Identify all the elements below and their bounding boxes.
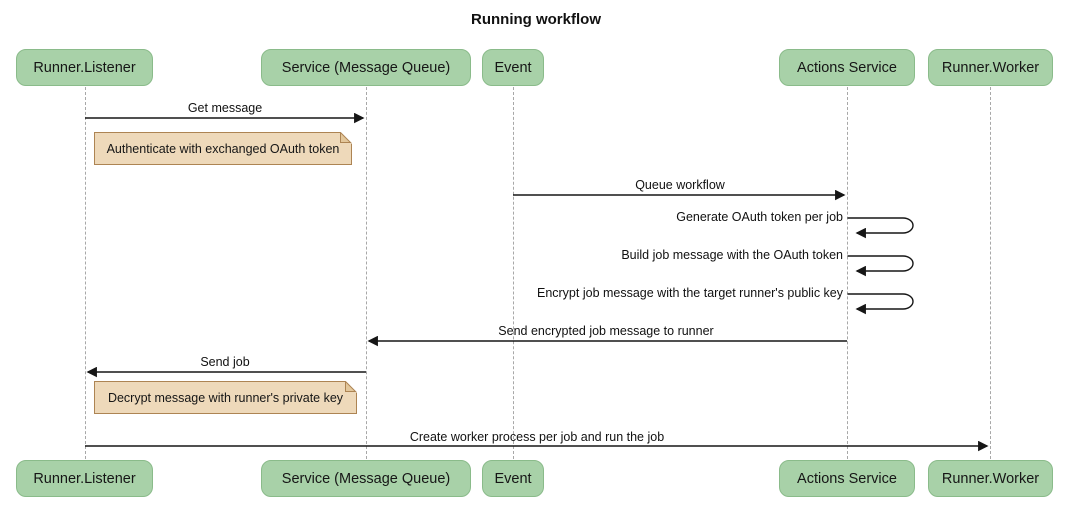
participant-label: Event	[494, 470, 532, 487]
participant-label: Actions Service	[797, 59, 897, 76]
lifeline-runner-listener	[84, 87, 86, 459]
arrow-self-build-job-message	[847, 255, 914, 277]
message-label-send-encrypted-job-message: Send encrypted job message to runner	[498, 324, 714, 338]
participant-top-actions-service: Actions Service	[779, 49, 915, 86]
note-decrypt-private-key: Decrypt message with runner's private ke…	[94, 381, 357, 414]
participant-label: Actions Service	[797, 470, 897, 487]
message-label-get-message: Get message	[187, 101, 263, 115]
lifeline-service-message-queue	[365, 87, 367, 459]
arrow-self-encrypt-job-message	[847, 293, 914, 315]
message-label-encrypt-job-message: Encrypt job message with the target runn…	[536, 286, 843, 300]
participant-label: Runner.Worker	[941, 470, 1040, 487]
note-authenticate-oauth: Authenticate with exchanged OAuth token	[94, 132, 352, 165]
message-label-queue-workflow: Queue workflow	[635, 178, 725, 192]
diagram-title: Running workflow	[471, 11, 601, 28]
participant-top-service-message-queue: Service (Message Queue)	[261, 49, 471, 86]
message-label-create-worker-process: Create worker process per job and run th…	[409, 430, 665, 444]
participant-top-runner-worker: Runner.Worker	[928, 49, 1053, 86]
lifeline-actions-service	[846, 87, 848, 459]
participant-bottom-service-message-queue: Service (Message Queue)	[261, 460, 471, 497]
participant-label: Runner.Listener	[33, 59, 136, 76]
lifeline-runner-worker	[989, 87, 991, 459]
arrow-self-generate-oauth-token	[847, 217, 914, 239]
participant-label: Runner.Worker	[941, 59, 1040, 76]
lifeline-event	[512, 87, 514, 459]
note-fold-icon	[340, 132, 352, 144]
participant-top-event: Event	[482, 49, 544, 86]
participant-label: Service (Message Queue)	[281, 470, 451, 487]
participant-bottom-event: Event	[482, 460, 544, 497]
message-label-send-job: Send job	[200, 355, 250, 369]
participant-top-runner-listener: Runner.Listener	[16, 49, 153, 86]
participant-bottom-runner-worker: Runner.Worker	[928, 460, 1053, 497]
message-label-generate-oauth-token: Generate OAuth token per job	[676, 210, 843, 224]
participant-label: Event	[494, 59, 532, 76]
note-authenticate-oauth-text: Authenticate with exchanged OAuth token	[106, 141, 340, 156]
note-fold-icon	[345, 381, 357, 393]
participant-label: Runner.Listener	[33, 470, 136, 487]
message-label-build-job-message: Build job message with the OAuth token	[621, 248, 843, 262]
participant-label: Service (Message Queue)	[281, 59, 451, 76]
participant-bottom-actions-service: Actions Service	[779, 460, 915, 497]
participant-bottom-runner-listener: Runner.Listener	[16, 460, 153, 497]
note-decrypt-private-key-text: Decrypt message with runner's private ke…	[107, 390, 344, 405]
